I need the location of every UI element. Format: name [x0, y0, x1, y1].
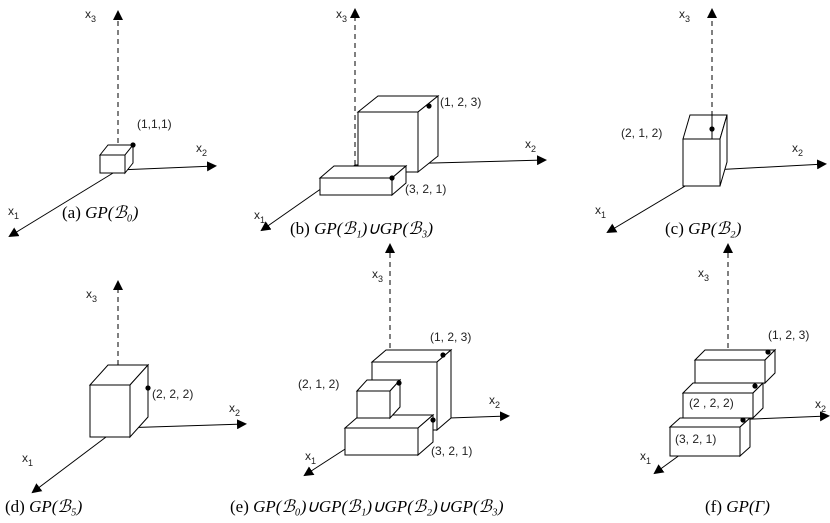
caption-b: (b) GP(ℬ₁)∪GP(ℬ₃): [290, 219, 433, 238]
x2-axis: [117, 161, 217, 172]
tall-block: [356, 94, 440, 174]
corner-point: [426, 103, 432, 109]
x3-label: x3: [86, 287, 97, 304]
point-label: (2, 1, 2): [298, 377, 339, 391]
corner-point: [130, 142, 136, 148]
x3-label: x3: [679, 7, 690, 24]
point-label: (1,1,1): [137, 117, 172, 131]
x1-axis: [8, 169, 119, 238]
x3-label: x3: [336, 7, 347, 24]
panel-f: x3 x2 x1 (1, 2, 3) (2 , 2, 2) (3, 2, 1) …: [640, 243, 830, 516]
corner-point: [765, 349, 771, 355]
point-label: (1, 2, 3): [768, 328, 809, 342]
point-label: (2, 1, 2): [621, 126, 662, 140]
caption-f: (f) GP(Γ): [705, 497, 770, 516]
long-block: [343, 413, 435, 457]
long-block: [318, 164, 408, 197]
panel-a: x3 x2 x1 (1,1,1) (a) GP(ℬ₀): [8, 7, 217, 238]
small-block: [355, 378, 402, 420]
panel-b: x3 x2 x1 (1, 2, 3) (3, 2, 1) (b) GP(ℬ₁)∪…: [254, 7, 547, 238]
x2-label: x2: [792, 141, 803, 158]
corner-point: [440, 352, 446, 358]
panel-e: x3 x2 x1 (1, 2, 3) (2, 1, 2) (3, 2, 1) (…: [230, 243, 510, 516]
caption-c: (c) GP(ℬ₂): [665, 219, 742, 238]
corner-point: [145, 385, 151, 391]
x3-label: x3: [698, 266, 709, 283]
column-block: [682, 114, 728, 187]
x2-label: x2: [525, 137, 536, 154]
x1-label: x1: [305, 449, 316, 466]
point-label: (2, 2, 2): [152, 387, 193, 401]
point-label: (3, 2, 1): [405, 182, 446, 196]
x2-label: x2: [815, 397, 826, 414]
point-label: (1, 2, 3): [430, 330, 471, 344]
x1-label: x1: [640, 449, 651, 466]
x1-axis: [31, 427, 119, 494]
point-label: (3, 2, 1): [675, 432, 716, 446]
corner-point: [396, 380, 402, 386]
x2-label: x2: [489, 393, 500, 410]
x1-label: x1: [8, 204, 19, 221]
corner-point: [389, 175, 395, 181]
caption-a: (a) GP(ℬ₀): [62, 203, 139, 222]
point-label: (2 , 2, 2): [689, 396, 734, 410]
caption-e: (e) GP(ℬ₀)∪GP(ℬ₁)∪GP(ℬ₂)∪GP(ℬ₃): [230, 497, 504, 516]
x3-label: x3: [372, 267, 383, 284]
corner-point: [752, 383, 758, 389]
x3-label: x3: [85, 7, 96, 24]
caption-d: (d) GP(ℬ₅): [5, 497, 83, 516]
point-label: (1, 2, 3): [440, 95, 481, 109]
corner-point: [740, 417, 746, 423]
x1-label: x1: [254, 208, 265, 225]
x1-label: x1: [595, 203, 606, 220]
corner-point: [430, 417, 436, 423]
x1-label: x1: [22, 451, 33, 468]
x2-label: x2: [229, 401, 240, 418]
unit-cube: [98, 143, 135, 175]
cube-block: [88, 363, 150, 439]
panel-d: x3 x2 x1 (2, 2, 2) (d) GP(ℬ₅): [5, 280, 247, 516]
corner-point: [709, 126, 715, 132]
x2-axis: [711, 159, 827, 171]
x2-label: x2: [196, 141, 207, 158]
stair-block: [668, 348, 777, 458]
point-label: (3, 2, 1): [431, 444, 472, 458]
panel-c: x3 x2 x1 (2, 1, 2) (c) GP(ℬ₂): [595, 7, 827, 238]
